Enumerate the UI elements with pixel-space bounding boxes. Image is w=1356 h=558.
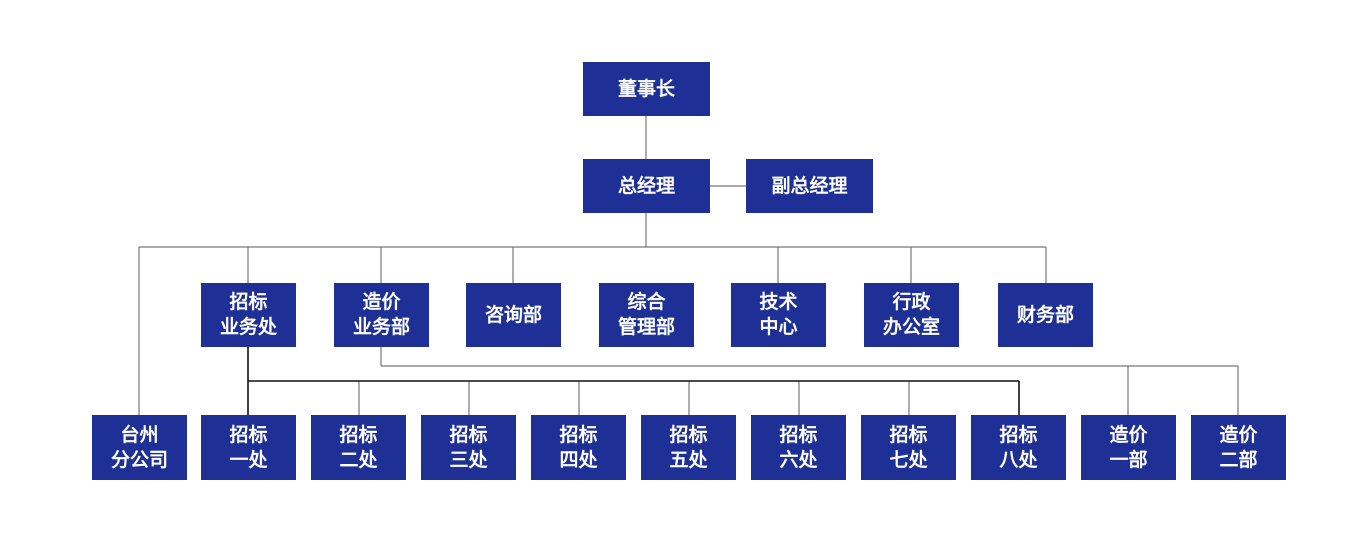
bidding-office-2-box: 招标 二处 [311,415,406,480]
finance-dept-label: 财务部 [1016,303,1074,326]
bidding-office-6-box: 招标 六处 [751,415,846,480]
chairman-box: 董事长 [583,62,710,116]
bidding-office-1-line1: 招标 [229,423,268,446]
cost-unit-2-line2: 二部 [1219,448,1258,471]
cost-unit-2-line1: 造价 [1219,423,1258,446]
bidding-business-dept-box: 招标 业务处 [201,283,296,347]
general-management-dept-line2: 管理部 [617,316,675,338]
tech-center-line1: 技术 [759,291,798,313]
cost-unit-1-box: 造价 一部 [1081,415,1176,480]
bidding-office-1-line2: 一处 [229,448,268,471]
bidding-office-4-line1: 招标 [559,423,598,446]
tech-center-box: 技术 中心 [731,283,826,347]
bidding-office-7-line1: 招标 [889,423,928,446]
bidding-office-8-line1: 招标 [999,423,1038,446]
bidding-office-3-line2: 三处 [449,448,488,471]
taizhou-branch-line1: 台州 [120,423,159,446]
consulting-dept-label: 咨询部 [484,303,542,326]
general-manager-box: 总经理 [583,159,710,213]
bidding-office-8-line2: 八处 [999,448,1038,471]
bidding-office-6-line1: 招标 [779,423,818,446]
bidding-office-4-box: 招标 四处 [531,415,626,480]
admin-office-box: 行政 办公室 [864,283,959,347]
bidding-office-2-line2: 二处 [339,448,378,471]
deputy-general-manager-label: 副总经理 [771,174,848,197]
bidding-office-3-box: 招标 三处 [421,415,516,480]
cost-unit-1-line2: 一部 [1109,448,1148,471]
bidding-business-dept-line1: 招标 [229,291,268,313]
taizhou-branch-line2: 分公司 [110,448,168,471]
general-manager-label: 总经理 [617,174,675,197]
general-management-dept-line1: 综合 [627,291,666,313]
bidding-office-5-box: 招标 五处 [641,415,736,480]
bidding-office-7-box: 招标 七处 [861,415,956,480]
bidding-office-3-line1: 招标 [449,423,488,446]
bidding-office-2-line1: 招标 [339,423,378,446]
chairman-label: 董事长 [617,77,675,100]
bidding-office-6-line2: 六处 [779,448,818,471]
cost-business-dept-box: 造价 业务部 [334,283,429,347]
bidding-business-dept-line2: 业务处 [219,316,277,338]
bidding-office-1-box: 招标 一处 [201,415,296,480]
admin-office-line2: 办公室 [882,316,940,338]
finance-dept-box: 财务部 [998,283,1093,347]
cost-unit-2-box: 造价 二部 [1191,415,1286,480]
consulting-dept-box: 咨询部 [466,283,561,347]
bidding-office-7-line2: 七处 [889,448,928,471]
bidding-office-4-line2: 四处 [559,448,598,471]
bidding-office-8-box: 招标 八处 [971,415,1066,480]
taizhou-branch-box: 台州 分公司 [92,415,187,480]
cost-unit-1-line1: 造价 [1109,423,1148,446]
cost-business-dept-line2: 业务部 [352,316,410,338]
general-management-dept-box: 综合 管理部 [599,283,694,347]
bidding-office-5-line1: 招标 [669,423,708,446]
deputy-general-manager-box: 副总经理 [746,159,873,213]
cost-business-dept-line1: 造价 [362,291,401,313]
bidding-office-5-line2: 五处 [669,448,708,471]
tech-center-line2: 中心 [759,316,798,338]
admin-office-line1: 行政 [892,291,931,313]
